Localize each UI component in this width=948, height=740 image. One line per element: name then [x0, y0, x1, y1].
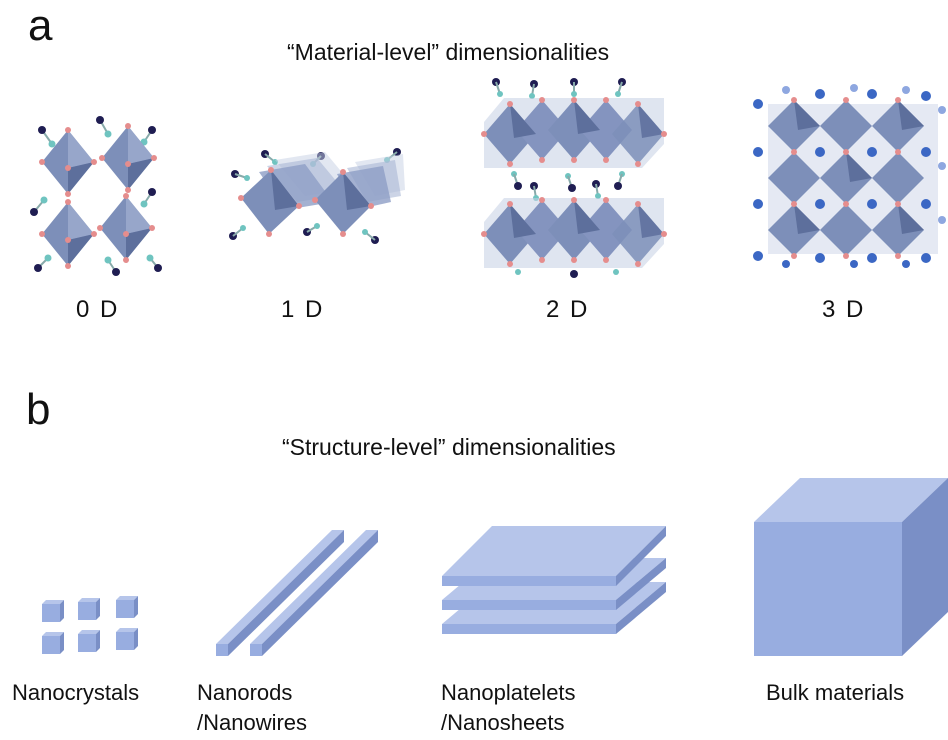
- two-d-interlayer-molecules: [511, 171, 625, 201]
- two-d-upper-layer: [481, 97, 667, 168]
- label-2d: 2 D: [546, 296, 590, 323]
- label-nanorods: Nanorods /Nanowires: [197, 678, 307, 738]
- one-d-structure-illustration: [229, 148, 405, 244]
- bulk-cube: [754, 478, 948, 656]
- two-d-top-molecules: [492, 78, 626, 99]
- nanocrystal-cubes: [42, 596, 138, 654]
- label-nanoplatelets: Nanoplatelets /Nanosheets: [441, 678, 576, 738]
- label-3d: 3 D: [822, 296, 866, 323]
- nanosheet-top: [442, 526, 666, 586]
- bulk-material-illustration: [754, 478, 948, 656]
- label-nanorods-line1: Nanorods: [197, 680, 293, 705]
- label-nanocrystals: Nanocrystals: [12, 678, 139, 708]
- panel-b-letter: b: [26, 385, 51, 434]
- label-nanorods-line2: /Nanowires: [197, 710, 308, 735]
- three-d-cations: [753, 84, 946, 268]
- label-bulk-materials-line1: Bulk materials: [766, 680, 905, 705]
- nanorod-right: [250, 530, 378, 656]
- label-0d: 0 D: [76, 296, 120, 323]
- two-d-structure-illustration: [481, 78, 667, 278]
- nanocrystals-illustration: [42, 596, 138, 654]
- nanorods-illustration: [216, 530, 378, 656]
- label-bulk-materials: Bulk materials: [766, 678, 904, 708]
- three-d-framework: [768, 100, 938, 256]
- label-nanoplatelets-line2: /Nanosheets: [441, 710, 565, 735]
- label-1d: 1 D: [281, 296, 325, 323]
- three-d-structure-illustration: [753, 84, 946, 268]
- panel-a-heading: “Material-level” dimensionalities: [287, 39, 610, 65]
- zero-d-molecules: [30, 116, 162, 276]
- label-nanoplatelets-line1: Nanoplatelets: [441, 680, 576, 705]
- panel-b-heading: “Structure-level” dimensionalities: [282, 434, 616, 460]
- nanorod-left: [216, 530, 344, 656]
- one-d-octahedral-chain-right: [312, 154, 405, 237]
- label-nanocrystals-line1: Nanocrystals: [12, 680, 140, 705]
- zero-d-octahedra: [39, 123, 157, 269]
- zero-d-structure-illustration: [30, 116, 162, 276]
- two-d-bottom-molecules: [515, 269, 619, 278]
- panel-a-letter: a: [28, 1, 53, 50]
- three-d-anions: [791, 97, 901, 259]
- nanoplatelets-illustration: [442, 526, 666, 634]
- two-d-lower-layer: [481, 197, 667, 268]
